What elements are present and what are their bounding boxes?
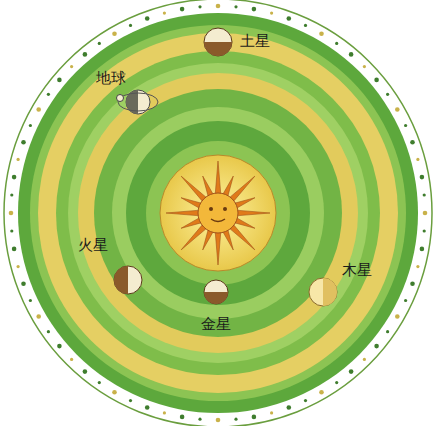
star-dot [12, 175, 17, 180]
star-dot [416, 158, 419, 161]
star-dot [83, 52, 88, 57]
sun-ray [166, 210, 200, 216]
star-dot [29, 124, 32, 127]
star-dot [17, 265, 20, 268]
star-dot [252, 415, 257, 420]
star-dot [410, 140, 415, 145]
star-dot [420, 175, 425, 180]
star-dot [10, 229, 13, 232]
sun-ray [236, 210, 270, 216]
star-dot [349, 52, 354, 57]
star-dot [319, 31, 324, 36]
star-dot [47, 93, 50, 96]
star-dot [423, 193, 426, 196]
star-dot [374, 344, 379, 349]
star-dot [304, 399, 307, 402]
star-dot [145, 405, 150, 410]
star-dot [416, 265, 419, 268]
sun-ray [215, 161, 221, 195]
star-dot [198, 418, 201, 421]
star-dot [112, 31, 117, 36]
star-dot [180, 415, 185, 420]
star-dot [374, 78, 379, 83]
planet-label: 木星 [342, 262, 372, 279]
star-dot [98, 381, 101, 384]
star-dot [17, 158, 20, 161]
star-dot [404, 124, 407, 127]
star-dot [70, 358, 73, 361]
star-dot [363, 358, 366, 361]
star-dot [21, 282, 26, 287]
star-dot [10, 193, 13, 196]
star-dot [234, 418, 237, 421]
star-dot [252, 7, 257, 12]
star-dot [83, 369, 88, 374]
star-dot [129, 24, 132, 27]
star-dot [57, 78, 62, 83]
star-dot [163, 12, 166, 15]
star-dot [423, 211, 428, 216]
star-dot [395, 107, 400, 112]
sun-ray [215, 231, 221, 265]
star-dot [216, 4, 221, 9]
star-dot [349, 369, 354, 374]
star-dot [335, 42, 338, 45]
star-dot [270, 12, 273, 15]
star-dot [270, 411, 273, 414]
star-dot [112, 390, 117, 395]
star-dot [145, 16, 150, 21]
star-dot [386, 93, 389, 96]
star-dot [36, 314, 41, 319]
planet-label: 金星 [201, 316, 231, 333]
star-dot [70, 65, 73, 68]
star-dot [21, 140, 26, 145]
star-dot [216, 418, 221, 423]
star-dot [12, 247, 17, 252]
star-dot [304, 24, 307, 27]
star-dot [234, 5, 237, 8]
star-dot [180, 7, 185, 12]
star-dot [47, 330, 50, 333]
star-dot [420, 247, 425, 252]
star-dot [57, 344, 62, 349]
star-dot [386, 330, 389, 333]
star-dot [129, 399, 132, 402]
star-dot [287, 16, 292, 21]
star-dot [29, 299, 32, 302]
star-dot [36, 107, 41, 112]
star-dot [287, 405, 292, 410]
star-dot [319, 390, 324, 395]
star-dot [98, 42, 101, 45]
star-dot [423, 229, 426, 232]
planet-label: 土星 [240, 33, 270, 50]
star-dot [9, 211, 14, 216]
planet-label: 地球 [96, 70, 126, 87]
star-dot [395, 314, 400, 319]
star-dot [410, 282, 415, 287]
star-dot [404, 299, 407, 302]
planet-label: 火星 [78, 237, 108, 254]
star-dot [363, 65, 366, 68]
star-dot [198, 5, 201, 8]
star-dot [163, 411, 166, 414]
star-dot [335, 381, 338, 384]
